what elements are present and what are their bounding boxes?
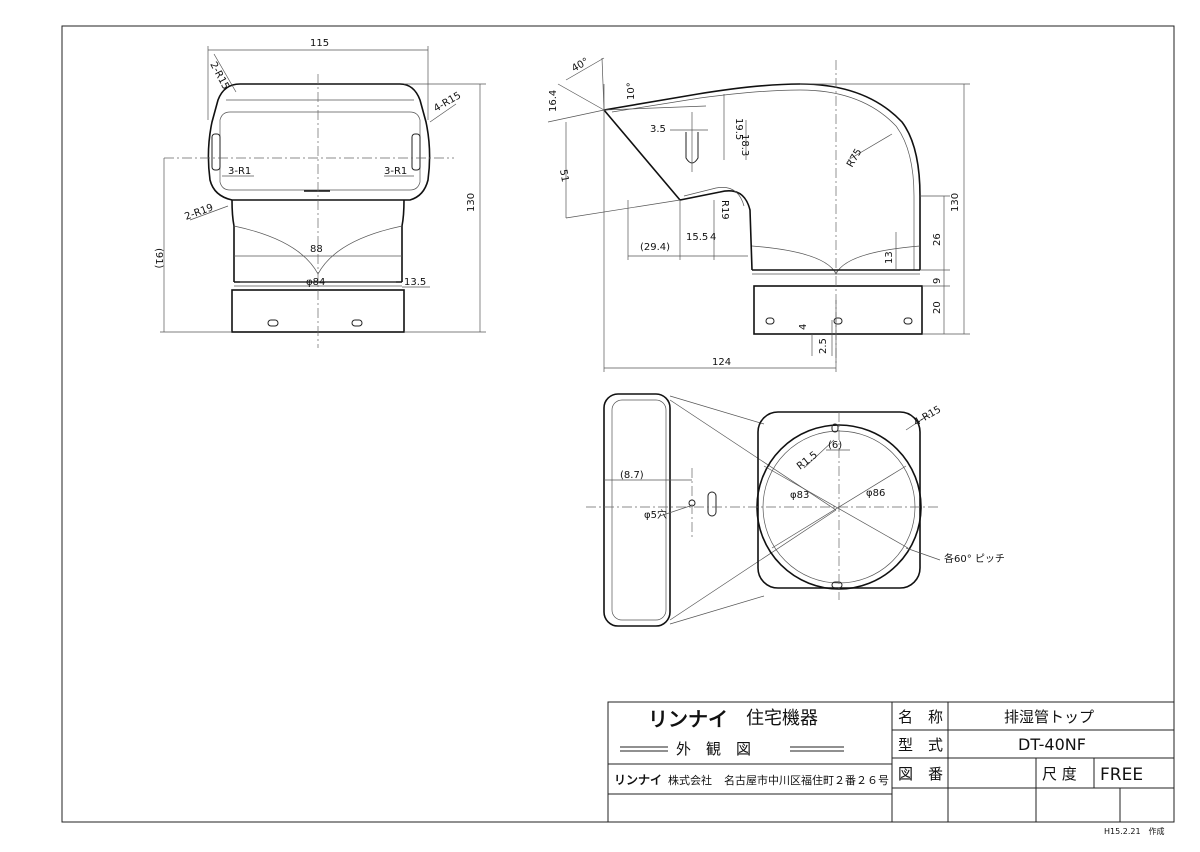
side-spigot [753, 285, 923, 335]
company-address: 名古屋市中川区福住町２番２６号 [724, 773, 889, 787]
dim-top-r1-5: R1.5 [795, 450, 820, 473]
label-name: 名 称 [898, 708, 943, 726]
dim-front-3r1-left: 3-R1 [228, 166, 251, 177]
dim-top-phi86: φ86 [866, 488, 885, 499]
drawing-type: 外 観 図 [676, 740, 751, 758]
dim-front-phi84: φ84 [306, 277, 325, 288]
label-scale: 尺 度 [1042, 765, 1077, 783]
front-neck [231, 199, 405, 282]
dim-side-9: 9 [932, 278, 943, 284]
dim-side-20: 20 [932, 301, 943, 314]
company-full-brand: リンナイ [614, 773, 662, 787]
dim-top-phi83: φ83 [790, 490, 809, 501]
dim-front-130: 130 [466, 193, 477, 212]
label-drawing-no: 図 番 [898, 765, 943, 783]
front-outlet-outline [207, 83, 431, 201]
dim-side-2-5: 2.5 [818, 338, 829, 354]
dim-side-29-4: (29.4) [640, 242, 670, 253]
date-note: H15.2.21 作成 [1104, 826, 1165, 836]
dim-front-88: 88 [310, 244, 323, 255]
side-view [547, 57, 970, 372]
dim-top-phi5: φ5穴 [644, 508, 667, 521]
side-inner-curve [603, 109, 753, 271]
dim-side-16-4: 16.4 [548, 90, 559, 112]
product-name: 排湿管トップ [1004, 708, 1094, 726]
dim-side-10deg: 10° [626, 82, 637, 100]
dim-side-26: 26 [932, 233, 943, 246]
dim-side-15-5: 15.5 [686, 232, 708, 243]
title-block [607, 701, 1175, 823]
dim-side-18-3: 18.3 [739, 134, 750, 156]
sheet-border [61, 25, 1175, 823]
top-outlet-rect [603, 393, 671, 627]
dim-top-pitch: 各60° ピッチ [944, 552, 1005, 565]
company-full-rest: 株式会社 [668, 773, 712, 787]
dim-top-4r15: 4-R15 [912, 404, 943, 428]
dim-side-19-5: 19.5 [733, 118, 744, 140]
slot-left [211, 133, 221, 171]
dim-front-2r19: 2-R19 [183, 202, 215, 222]
dim-front-3r1-right: 3-R1 [384, 166, 407, 177]
dim-front-4r15: 4-R15 [432, 90, 463, 114]
dim-top-8-7: (8.7) [620, 470, 644, 481]
company-division: 住宅機器 [746, 708, 818, 729]
dim-front-115: 115 [310, 38, 329, 49]
dim-front-2r15: 2-R15 [207, 60, 231, 91]
dim-side-r75: R75 [845, 147, 864, 170]
dim-front-91: (91) [153, 248, 164, 269]
dim-side-124: 124 [712, 357, 731, 368]
dim-top-6: (6) [828, 440, 842, 451]
dim-side-3-5: 3.5 [650, 124, 666, 135]
side-outer-curve [603, 83, 921, 270]
top-view [586, 393, 941, 627]
dim-side-r19: R19 [719, 200, 730, 220]
dim-side-13: 13 [884, 251, 895, 264]
front-view [160, 46, 486, 348]
dim-side-4b: 4 [798, 324, 809, 330]
dim-side-51: 51 [557, 169, 570, 183]
dim-front-13-5: 13.5 [404, 277, 426, 288]
label-model: 型 式 [898, 736, 943, 754]
slot-right [411, 133, 421, 171]
dim-side-4a: 4 [710, 232, 716, 243]
model-number: DT-40NF [1018, 735, 1086, 754]
scale-value: FREE [1100, 765, 1143, 785]
dim-side-130: 130 [950, 193, 961, 212]
company-logo: リンナイ [648, 707, 728, 731]
